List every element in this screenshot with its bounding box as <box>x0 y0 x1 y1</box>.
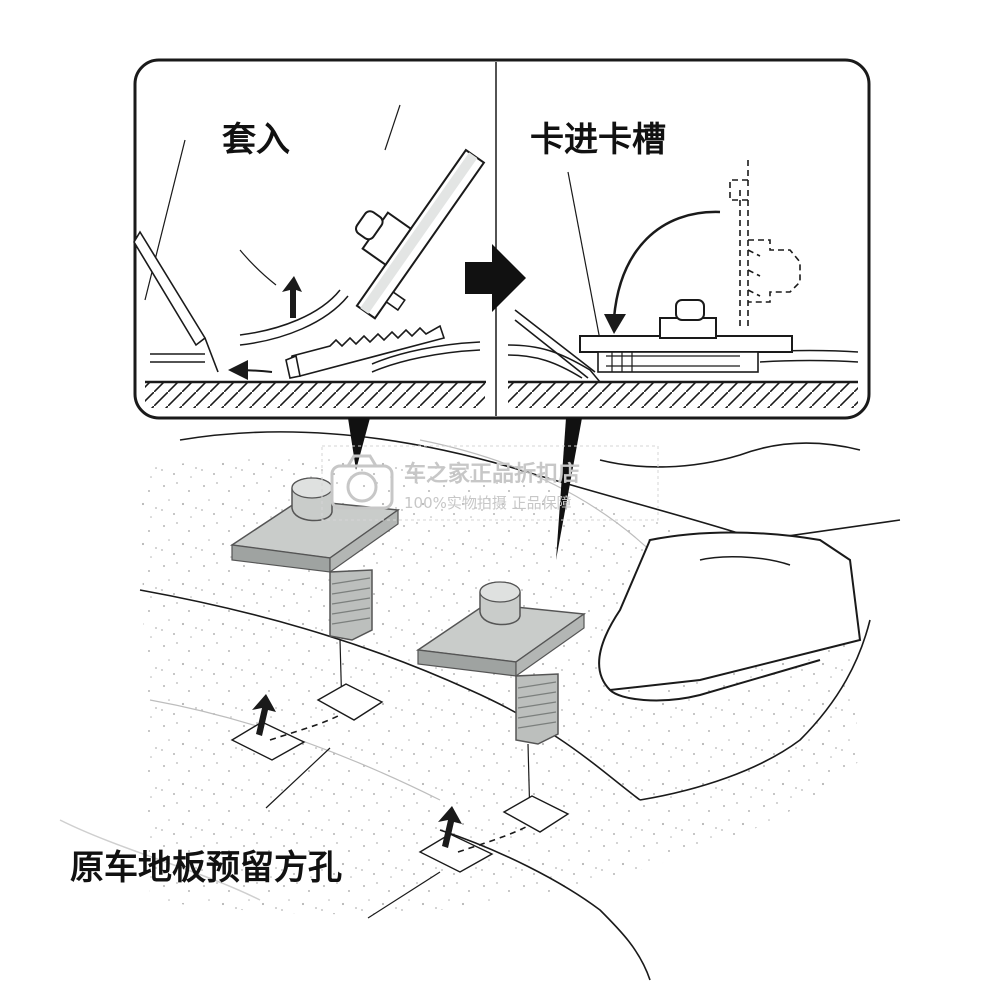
up-arrow-icon <box>252 694 276 736</box>
ghost-clip <box>729 160 801 330</box>
floor-edge-left <box>139 589 641 801</box>
floor-holes <box>230 683 570 919</box>
floor-curve-back <box>179 431 901 541</box>
leader-line <box>265 747 331 809</box>
floor-hole-label: 原车地板预留方孔 <box>70 848 342 888</box>
inset-panel <box>133 58 871 420</box>
floor-edge-bottom <box>149 699 441 801</box>
pointer-left <box>348 418 370 470</box>
floor-edge-right <box>439 829 651 981</box>
floor-clip-left <box>229 477 401 713</box>
next-step-arrow-icon <box>465 244 526 312</box>
square-hole <box>316 683 384 721</box>
installed-clip <box>579 299 793 373</box>
floor-clip-right <box>415 581 587 821</box>
square-hole <box>502 795 570 833</box>
tilted-clip <box>354 148 486 320</box>
left-arrow-icon <box>228 360 273 381</box>
tunnel-line <box>639 619 871 801</box>
rotate-arrow-icon <box>612 210 721 319</box>
step2-label: 卡进卡槽 <box>530 120 666 160</box>
carpet-left-strip <box>59 819 261 901</box>
step2-illustration <box>507 160 859 383</box>
watermark-subtitle: 100%实物拍摄 正品保障 <box>404 494 572 512</box>
carpet-floor <box>59 431 901 981</box>
floor-curve-back2 <box>419 439 661 561</box>
up-arrow-icon <box>282 276 302 318</box>
watermark-title: 车之家正品折扣店 <box>404 462 581 487</box>
seat-rail-bracket <box>598 442 862 702</box>
watermark <box>321 445 659 521</box>
leader-line <box>367 871 441 919</box>
step1-label: 套入 <box>222 120 290 160</box>
floor-hatch-left <box>145 382 485 408</box>
square-hole <box>230 721 306 761</box>
square-hole <box>418 833 494 873</box>
step1-illustration <box>133 104 486 381</box>
floor-hatch-right <box>508 382 858 408</box>
up-arrow-icon <box>438 806 462 848</box>
pointer-right <box>556 418 582 560</box>
camera-icon <box>330 454 394 510</box>
